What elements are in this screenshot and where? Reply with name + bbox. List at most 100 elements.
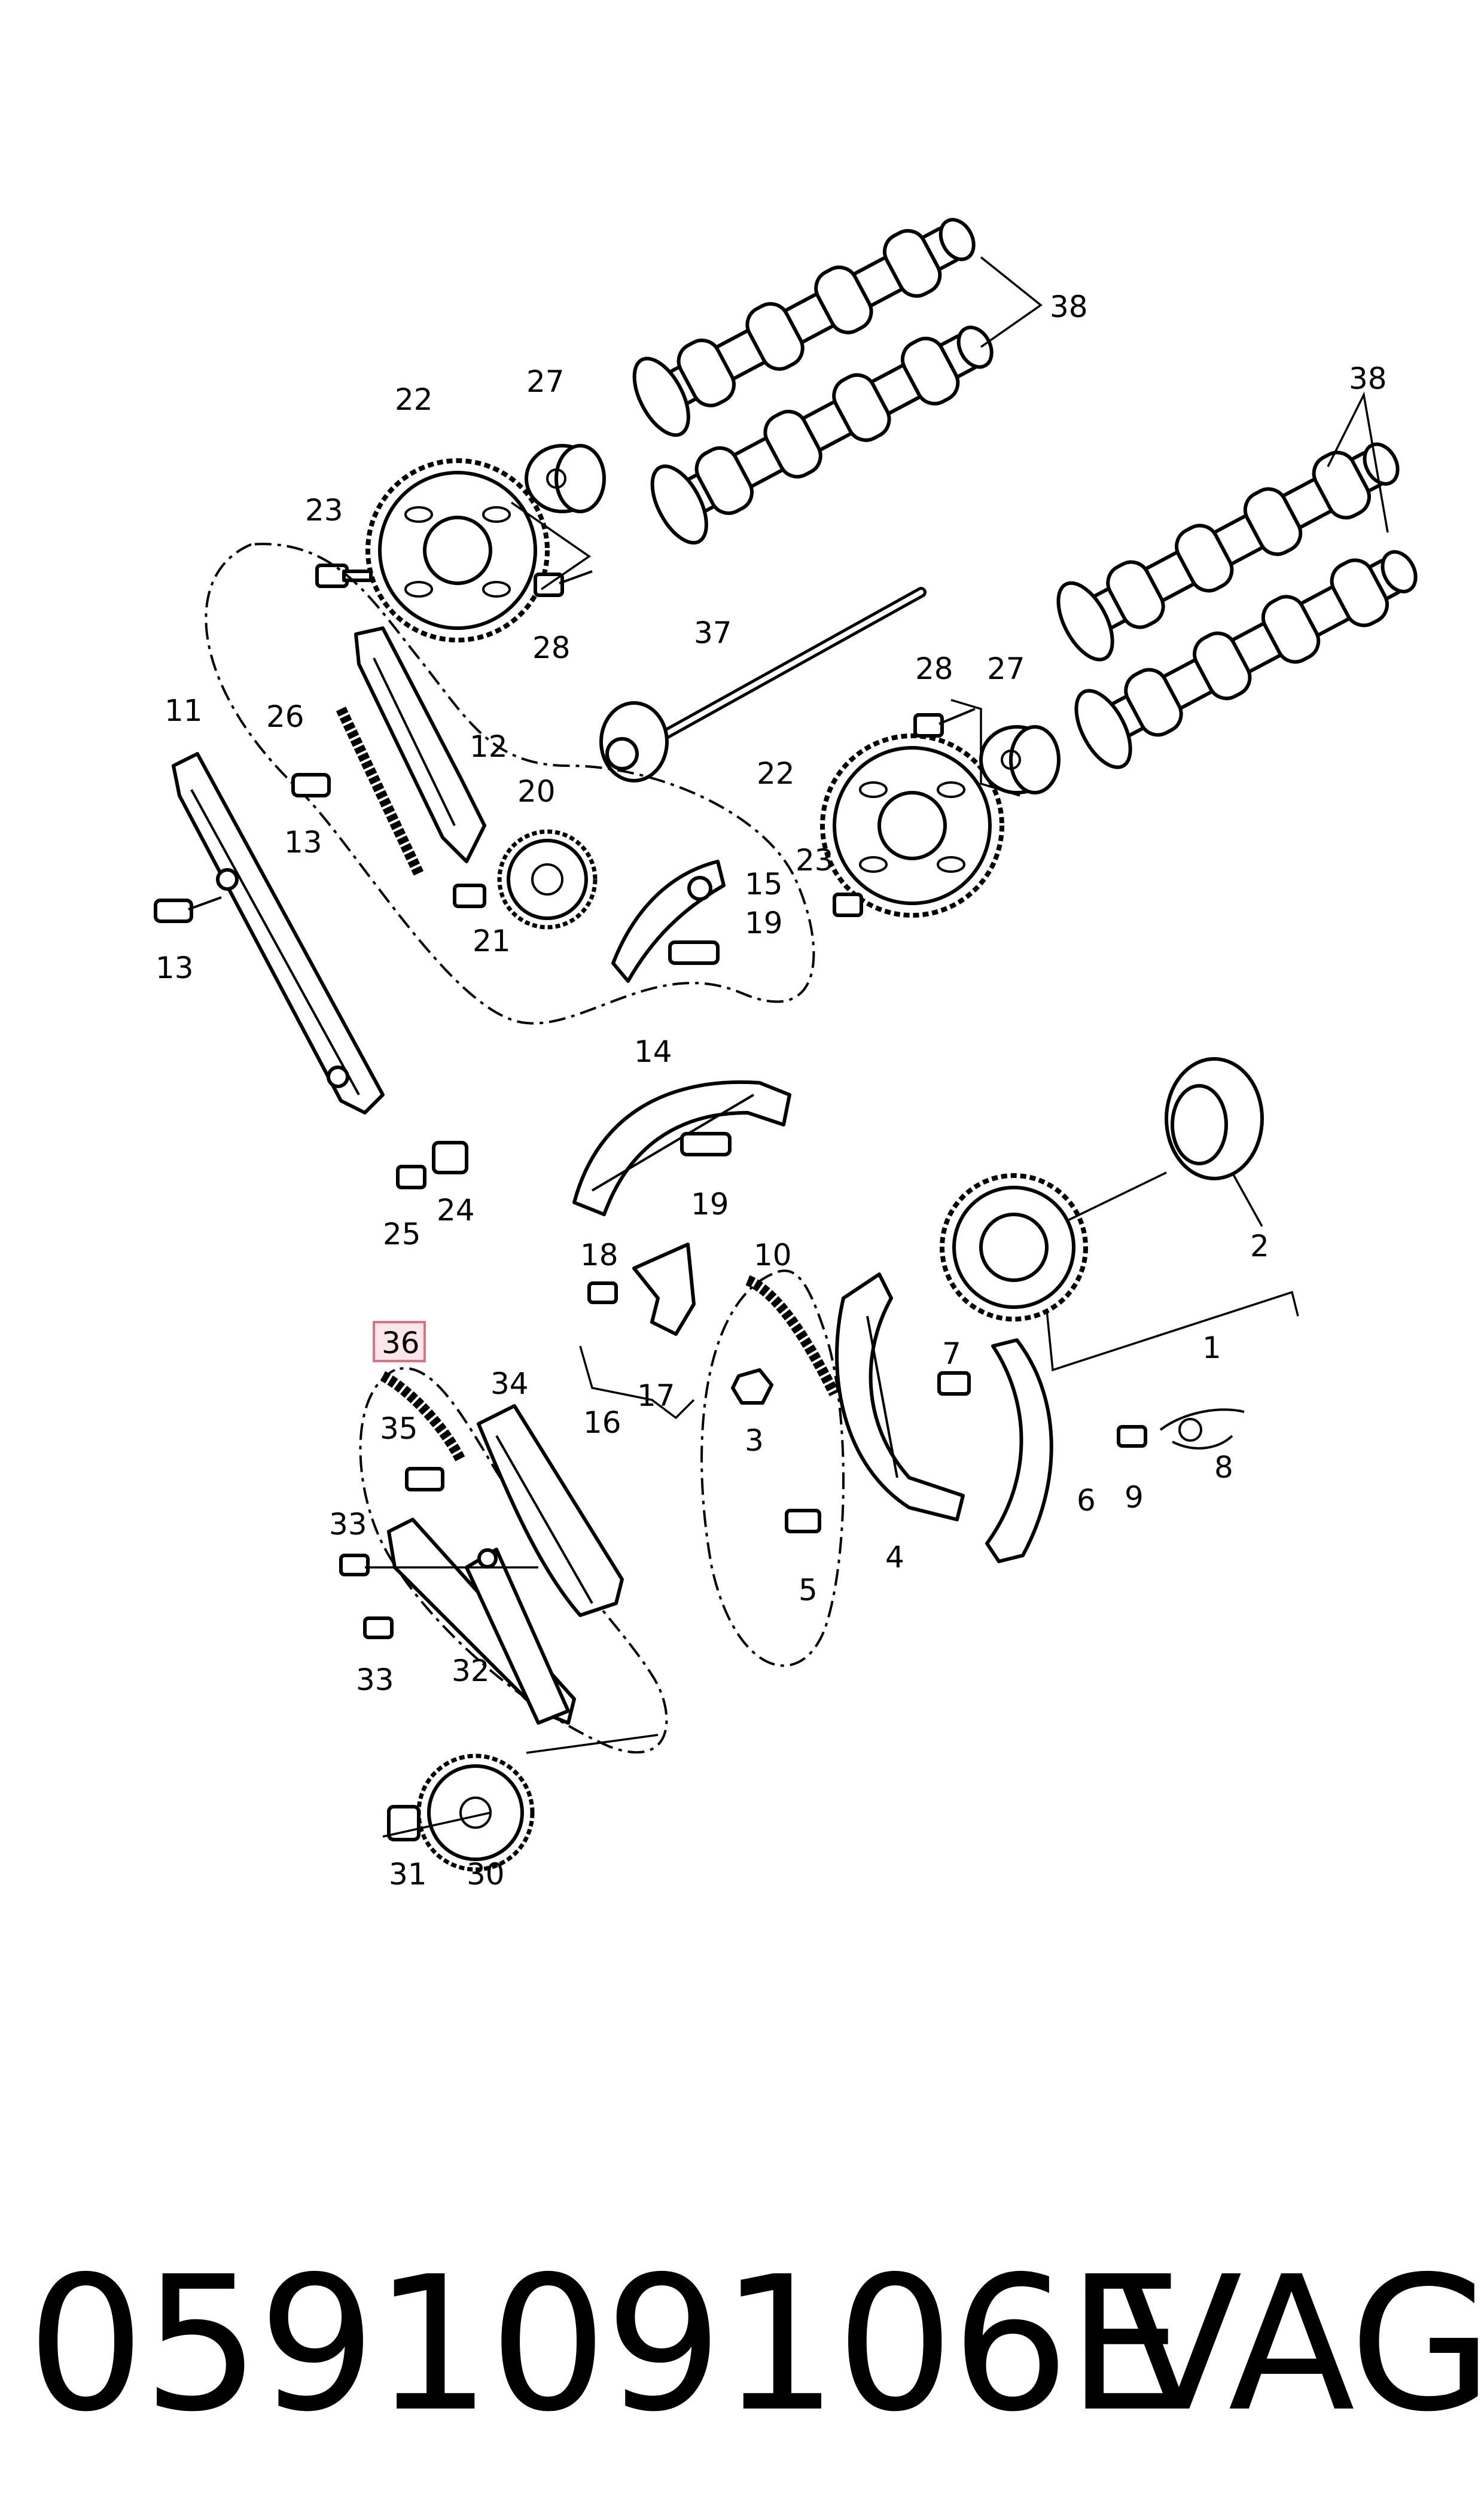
bolt-31 xyxy=(387,1805,420,1841)
callout-6: 6 xyxy=(1077,1483,1096,1518)
tensioner-rail-32 xyxy=(387,1518,576,1725)
bolt-23-upper xyxy=(315,564,373,588)
callout-3: 3 xyxy=(745,1423,764,1458)
callout-26: 26 xyxy=(266,699,304,734)
lower-chain-loop xyxy=(700,1269,845,1667)
callout-11: 11 xyxy=(164,693,203,728)
callout-14: 14 xyxy=(634,1034,672,1069)
callout-18: 18 xyxy=(580,1238,618,1272)
bolt-33-b xyxy=(363,1616,394,1639)
callout-17: 17 xyxy=(637,1378,675,1413)
intermediate-sprocket-20 xyxy=(497,829,598,930)
chain-segment-26 xyxy=(336,707,424,876)
bolt-28-right xyxy=(913,708,976,738)
callout-28b: 28 xyxy=(915,651,953,686)
tensioner-rail-4 xyxy=(835,1272,965,1521)
chain-segment-36 xyxy=(380,1371,466,1463)
bolt-25 xyxy=(396,1165,426,1189)
callout-4: 4 xyxy=(885,1540,904,1575)
leader-28b xyxy=(950,699,1020,797)
callout-labels: 38 38 22 27 23 28 37 28 27 11 26 12 22 2… xyxy=(156,290,1387,1892)
callout-19a: 19 xyxy=(745,906,783,940)
callout-10: 10 xyxy=(754,1238,792,1272)
callout-28a: 28 xyxy=(532,631,571,665)
camshaft-sprocket-upper xyxy=(365,458,550,643)
callout-12: 12 xyxy=(470,729,508,764)
callout-23a: 23 xyxy=(305,493,343,528)
leader-38b xyxy=(1327,391,1389,533)
callout-31: 31 xyxy=(389,1857,427,1892)
tensioner-rail-12 xyxy=(354,626,486,863)
callout-35: 35 xyxy=(380,1411,418,1446)
callout-8: 8 xyxy=(1214,1450,1233,1485)
chain-tensioner-6 xyxy=(985,1338,1053,1563)
callout-22a: 22 xyxy=(395,382,433,417)
chain-segment-10 xyxy=(745,1275,840,1397)
callout-38a: 38 xyxy=(1050,290,1088,324)
footer: 059109106E VAG xyxy=(0,2225,1484,2477)
callout-25: 25 xyxy=(383,1217,421,1252)
bolt-23-right xyxy=(833,893,863,917)
bolt-7 xyxy=(937,1371,971,1396)
callout-9: 9 xyxy=(1125,1480,1144,1515)
callout-20: 20 xyxy=(517,774,556,809)
leader-16 xyxy=(579,1345,695,1420)
guide-14 xyxy=(572,1080,791,1216)
leader-2 xyxy=(1231,1172,1263,1227)
bracket-16 xyxy=(632,1243,696,1336)
bolt-9 xyxy=(1117,1425,1147,1448)
bolt-21 xyxy=(453,884,486,908)
guide-rail-34 xyxy=(477,1404,624,1617)
callout-27a: 27 xyxy=(526,364,565,399)
oil-pump-sprocket-30 xyxy=(416,1753,535,1872)
callout-33a: 33 xyxy=(329,1507,367,1542)
callout-5: 5 xyxy=(799,1573,818,1607)
callout-2: 2 xyxy=(1250,1229,1269,1263)
guide-shaft xyxy=(599,587,927,783)
callout-36: 36 xyxy=(382,1326,420,1360)
callout-22b: 22 xyxy=(757,756,795,791)
callout-16: 16 xyxy=(583,1405,621,1440)
bolt-33-a xyxy=(339,1554,370,1576)
callout-21: 21 xyxy=(473,924,511,958)
callout-37: 37 xyxy=(694,616,732,650)
pin-19-upper xyxy=(668,940,720,965)
bolt-13-b xyxy=(154,896,222,923)
callout-1: 1 xyxy=(1202,1330,1221,1365)
callout-13b: 13 xyxy=(156,951,194,985)
crankshaft-sprocket xyxy=(940,1173,1088,1322)
guide-15 xyxy=(611,860,726,983)
bolt-18 xyxy=(587,1281,618,1304)
camshaft-pair-upper xyxy=(632,218,994,545)
brand-label: VAG xyxy=(1116,2237,1484,2453)
callout-15: 15 xyxy=(745,867,783,902)
leader-31 xyxy=(382,1811,491,1838)
leader-30 xyxy=(526,1734,659,1754)
leader-1 xyxy=(1046,1290,1299,1372)
callout-27b: 27 xyxy=(987,651,1025,686)
camshaft-pair-right xyxy=(1056,442,1418,769)
callout-13a: 13 xyxy=(284,825,322,860)
guide-rail-11 xyxy=(172,752,385,1115)
leader-28a xyxy=(511,501,592,590)
leader-38a xyxy=(980,256,1043,348)
leader-gear-1 xyxy=(1067,1171,1167,1222)
nut-3 xyxy=(731,1368,773,1405)
callout-7: 7 xyxy=(942,1336,961,1371)
part-number: 059109106E xyxy=(27,2237,1184,2453)
callout-19b: 19 xyxy=(691,1187,729,1222)
callout-33b: 33 xyxy=(356,1663,394,1697)
camshaft-sprocket-right xyxy=(820,733,1004,918)
oil-pump-chain-loop xyxy=(359,1367,668,1754)
timing-chain-exploded-diagram: 38 38 22 27 23 28 37 28 27 11 26 12 22 2… xyxy=(154,218,1418,1892)
pin-24 xyxy=(432,1141,468,1174)
pin-19-lower xyxy=(680,1132,732,1156)
callout-30: 30 xyxy=(467,1857,505,1892)
callout-23b: 23 xyxy=(796,843,834,878)
spring-8 xyxy=(1159,1408,1245,1450)
callout-34: 34 xyxy=(490,1366,529,1401)
bolt-5 xyxy=(785,1509,821,1533)
callout-38b: 38 xyxy=(1349,361,1387,396)
bolt-13-a xyxy=(291,773,331,797)
callout-36-highlight-box xyxy=(373,1321,426,1362)
